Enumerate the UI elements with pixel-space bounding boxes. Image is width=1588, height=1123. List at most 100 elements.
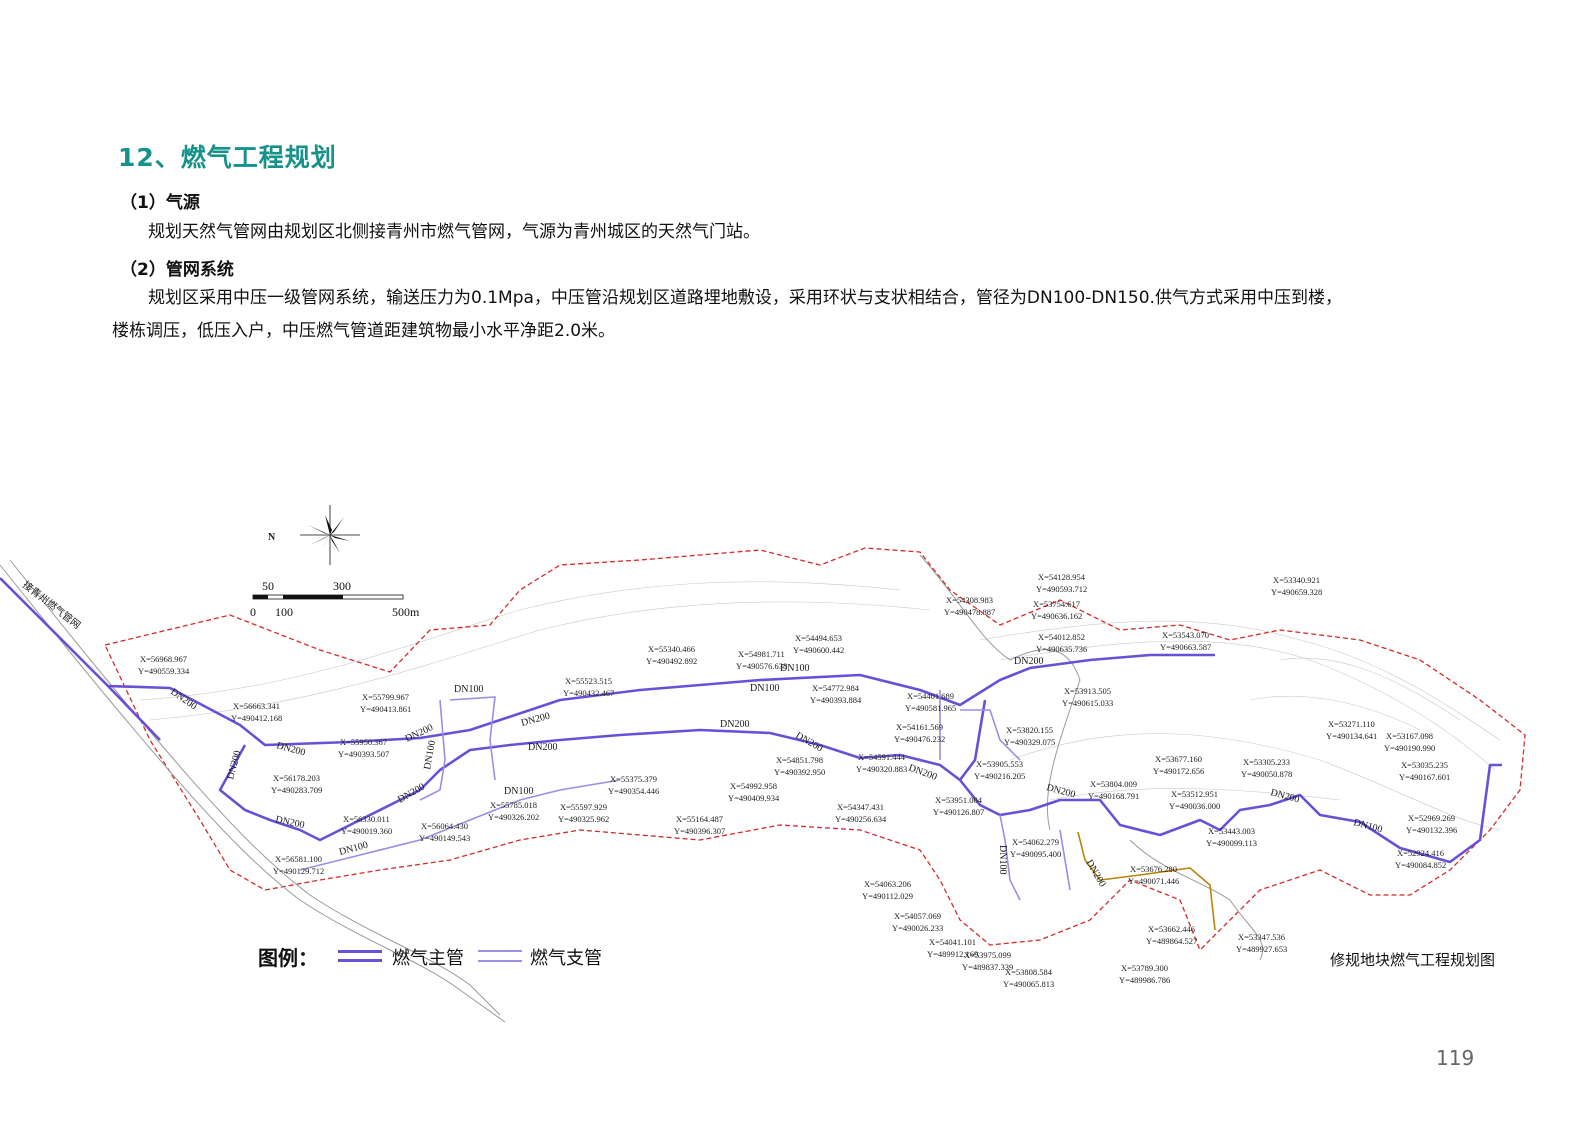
coordinate-x: X=55950.367 (340, 737, 387, 747)
coordinate-x: X=56663.341 (233, 701, 280, 711)
coordinate-x: X=53789.300 (1121, 963, 1168, 973)
coordinate-x: X=53754.617 (1033, 599, 1080, 609)
scale-tick-300: 300 (333, 579, 351, 593)
scale-bar: 50 300 0 100 500m (250, 579, 420, 619)
coordinate-y: Y=490325.962 (558, 814, 609, 824)
coordinate-y: Y=489986.786 (1119, 975, 1170, 985)
coordinate-x: X=56330.011 (343, 814, 390, 824)
coordinate-x: X=53443.003 (1208, 826, 1255, 836)
coordinate-y: Y=490663.587 (1160, 642, 1211, 652)
page-number: 119 (1436, 1046, 1475, 1070)
coordinate-x: X=53512.951 (1171, 789, 1218, 799)
section-text-pipe-network-line1: 规划区采用中压一级管网系统，输送压力为0.1Mpa，中压管沿规划区道路埋地敷设，… (148, 288, 1342, 308)
coordinate-x: X=54851.798 (776, 755, 823, 765)
coordinate-y: Y=490581.965 (905, 703, 956, 713)
coordinate-x: X=53905.553 (976, 759, 1023, 769)
dn-label: DN100 (504, 786, 533, 797)
coordinate-x: X=55340.466 (648, 644, 695, 654)
scale-tick-0: 0 (250, 605, 256, 619)
coordinate-x: X=53347.536 (1238, 932, 1285, 942)
coordinate-x: X=52969.269 (1408, 813, 1455, 823)
coordinate-y: Y=490396.307 (674, 826, 725, 836)
legend-title: 图例： (258, 946, 318, 970)
coordinate-y: Y=490559.334 (138, 666, 190, 676)
coordinate-y: Y=490095.400 (1010, 849, 1061, 859)
coordinate-x: X=54401.689 (907, 691, 954, 701)
dn-label: DN200 (274, 814, 305, 831)
coordinate-x: X=54772.984 (812, 683, 860, 693)
coordinate-x: X=53035.235 (1401, 760, 1448, 770)
coordinate-x: X=53543.070 (1162, 630, 1209, 640)
dn-label: DN200 (528, 742, 557, 753)
map-caption: 修规地块燃气工程规划图 (1330, 951, 1496, 969)
section-heading-gas-source: （1）气源 (120, 193, 200, 213)
north-label: N (268, 532, 276, 543)
coordinate-y: Y=490084.852 (1395, 860, 1446, 870)
coordinate-y: Y=490354.446 (608, 786, 659, 796)
roads (0, 554, 1264, 1023)
coordinate-y: Y=490409.934 (728, 793, 780, 803)
coordinate-x: X=53271.110 (1328, 719, 1375, 729)
coordinate-x: X=55523.515 (565, 676, 612, 686)
coordinate-y: Y=490134.641 (1326, 731, 1377, 741)
coordinate-x: X=53820.155 (1006, 725, 1053, 735)
coordinate-y: Y=490132.396 (1406, 825, 1457, 835)
coordinate-y: Y=490026.233 (892, 923, 943, 933)
coordinate-y: Y=490478.887 (944, 607, 995, 617)
coordinate-y: Y=490635.736 (1036, 644, 1087, 654)
terrain-contours (139, 581, 1501, 831)
scale-tick-500: 500m (392, 605, 420, 619)
coordinate-x: X=52924.416 (1397, 848, 1444, 858)
coordinate-y: Y=490216.205 (974, 771, 1025, 781)
section-text-gas-source: 规划天然气管网由规划区北侧接青州市燃气管网，气源为青州城区的天然气门站。 (148, 222, 760, 242)
coordinate-x: X=56064.430 (421, 821, 468, 831)
coordinate-x: X=53677.160 (1155, 754, 1202, 764)
dn-label: DN200 (396, 781, 427, 805)
coordinate-x: X=54161.569 (896, 722, 943, 732)
coordinate-y: Y=490256.634 (835, 814, 887, 824)
scale-tick-50: 50 (262, 579, 274, 593)
orange-pipe (1077, 831, 1216, 931)
dn-label: DN200 (225, 749, 243, 780)
coordinate-y: Y=489864.527 (1146, 936, 1197, 946)
coordinate-y: Y=490172.656 (1153, 766, 1204, 776)
coordinate-y: Y=490071.446 (1128, 876, 1179, 886)
main-gas-pipes (0, 577, 1502, 864)
coordinate-x: X=54057.069 (894, 911, 941, 921)
coordinate-y: Y=490393.507 (338, 749, 389, 759)
coordinate-x: X=56968.967 (140, 654, 187, 664)
section-text-pipe-network-line2: 楼栋调压，低压入户，中压燃气管道距建筑物最小水平净距2.0米。 (112, 321, 616, 341)
dn-label: DN100 (422, 740, 438, 771)
coordinate-y: Y=490065.813 (1003, 979, 1054, 989)
connect-label: 接青州燃气管网 (20, 578, 83, 631)
coordinate-y: Y=490412.168 (231, 713, 282, 723)
coordinate-y: Y=490326.202 (488, 812, 539, 822)
coordinate-x: X=53676.280 (1130, 864, 1177, 874)
coordinate-x: X=53804.009 (1090, 779, 1137, 789)
